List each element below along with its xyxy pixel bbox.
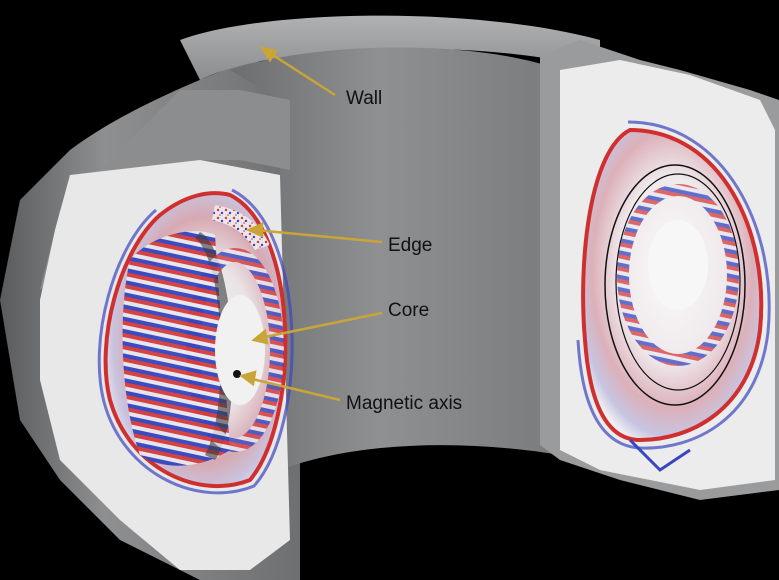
magnetic-axis-dot <box>233 370 241 378</box>
edge-label: Edge <box>388 235 433 256</box>
magnetic-axis-label: Magnetic axis <box>346 393 463 414</box>
left-plasma-edge <box>103 191 288 489</box>
left-step-blocks <box>40 90 290 290</box>
right-divertor-leg <box>628 438 691 472</box>
label-arrows <box>239 46 383 402</box>
wall-label: Wall <box>346 88 383 109</box>
right-flux-surface-2 <box>615 173 741 391</box>
left-edge-band <box>212 205 270 250</box>
inner-wall <box>230 47 560 470</box>
right-flux-surface-1 <box>604 164 746 406</box>
left-plasma-outer <box>97 188 294 495</box>
left-core-ring <box>186 248 284 452</box>
core-label: Core <box>388 300 430 321</box>
